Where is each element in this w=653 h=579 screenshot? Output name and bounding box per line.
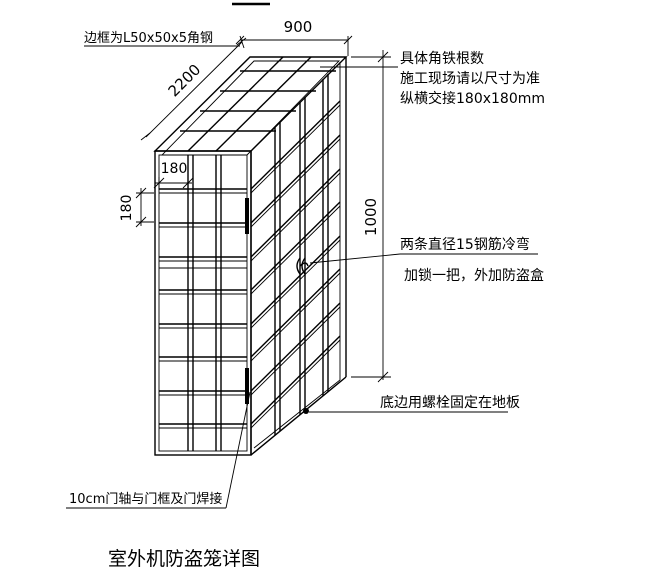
dim-spacing-v-label: 180	[119, 195, 135, 222]
rebar-hook-icon	[296, 257, 309, 275]
dim-spacing-vertical: 180	[119, 187, 154, 228]
dim-spacing-horizontal: 180	[153, 161, 194, 190]
dim-depth: 2200	[140, 37, 247, 141]
side-horizontal-bar	[250, 339, 341, 429]
front-horizontal-bars	[159, 188, 247, 429]
note-site-measure: 施工现场请以尺寸为准	[400, 71, 540, 87]
side-horizontal-bar	[250, 306, 341, 396]
note-rebar-group: 两条直径15钢筋冷弯 加锁一把，外加防盗盒	[309, 236, 544, 284]
side-horizontal-bar	[250, 272, 341, 362]
note-lock: 加锁一把，外加防盗盒	[404, 267, 544, 284]
side-horizontal-bar	[250, 134, 341, 224]
side-horizontal-bar	[250, 168, 341, 258]
note-rebar-bend: 两条直径15钢筋冷弯	[400, 236, 530, 253]
front-frame-outer	[154, 150, 252, 456]
dim-height-label: 1000	[362, 198, 380, 236]
cage-body	[153, 56, 348, 456]
note-grid-joint: 纵横交接180x180mm	[400, 90, 545, 107]
side-horizontal-bar	[250, 302, 341, 392]
note-hinge-group: 10cm门轴与门框及门焊接	[66, 391, 251, 509]
note-angle-count: 具体角铁根数	[400, 51, 484, 67]
dim-height: 1000	[351, 50, 391, 383]
side-horizontal-bar	[250, 239, 341, 329]
side-horizontal-bar	[250, 100, 341, 190]
base-bolt-icon	[303, 408, 309, 414]
dim-width-label: 900	[284, 18, 313, 36]
note-frame-text: 边框为L50x50x5角钢	[84, 31, 213, 46]
front-frame-inner	[158, 154, 248, 452]
front-vertical-bars	[187, 155, 222, 451]
side-horizontal-bar	[250, 335, 341, 425]
note-hinge-weld: 10cm门轴与门框及门焊接	[69, 491, 222, 507]
hinge-upper	[245, 198, 249, 234]
side-horizontal-bar	[250, 268, 341, 358]
note-base-group: 底边用螺栓固定在地板	[309, 395, 520, 413]
note-base-bolt: 底边用螺栓固定在地板	[380, 395, 520, 411]
side-horizontal-bar	[250, 104, 341, 194]
note-angle-group: 具体角铁根数 施工现场请以尺寸为准 纵横交接180x180mm	[320, 51, 545, 107]
dim-depth-label: 2200	[165, 61, 205, 101]
hinge-lower	[245, 368, 249, 404]
side-horizontal-bars	[250, 100, 341, 429]
side-face	[250, 57, 347, 456]
side-horizontal-bar	[250, 205, 341, 295]
side-horizontal-bar	[250, 201, 341, 291]
page-title: 室外机防盗笼详图	[108, 548, 260, 570]
side-horizontal-bar	[250, 138, 341, 228]
side-horizontal-bar	[250, 235, 341, 325]
dim-width: 900	[235, 18, 353, 56]
dim-spacing-h-label: 180	[161, 161, 188, 177]
side-horizontal-bar	[250, 172, 341, 262]
note-frame: 边框为L50x50x5角钢	[84, 31, 240, 47]
